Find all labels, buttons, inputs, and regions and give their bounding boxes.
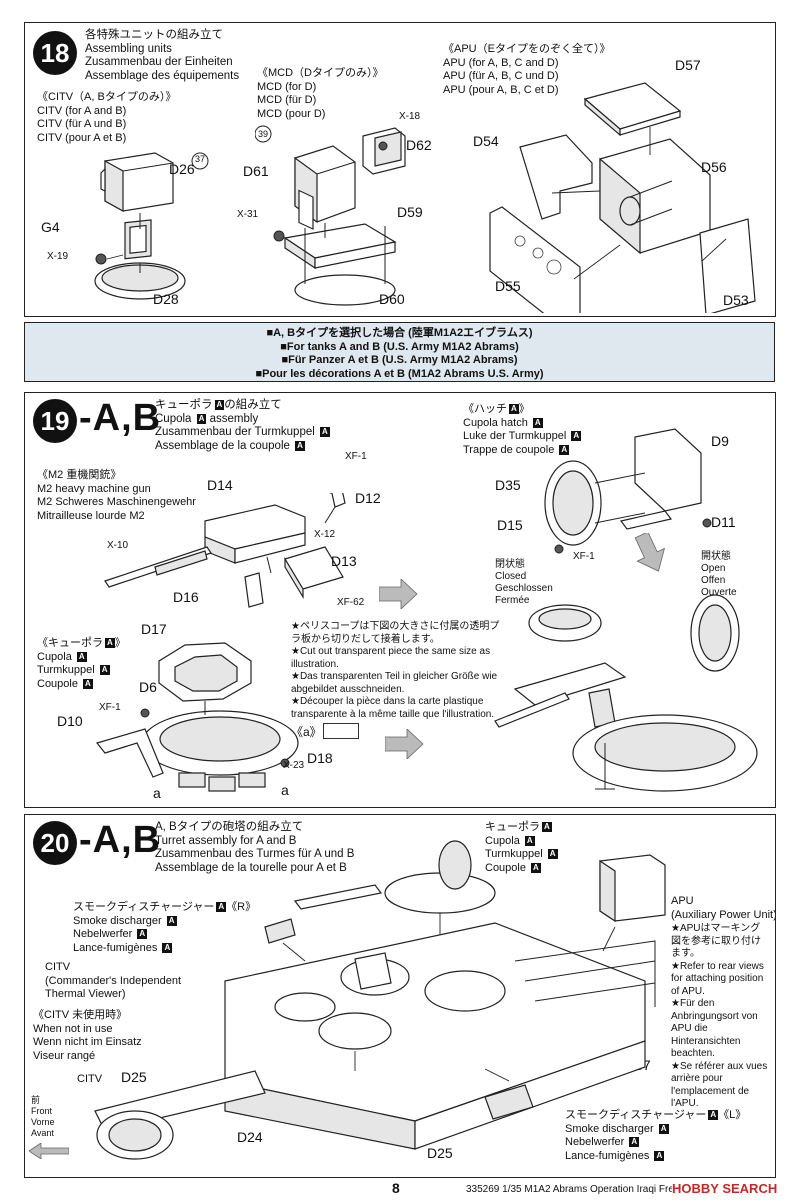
page-number: 8 [392,1180,400,1196]
part-d12: D12 [355,490,381,506]
turret-illustration [94,840,666,1160]
part-d10: D10 [57,713,83,729]
part-d26: D26 [169,161,195,177]
part-x31: X-31 [237,209,259,220]
progress-arrow [379,579,418,609]
part-d15: D15 [497,517,523,533]
step-variant: -A,B [79,819,162,861]
progress-arrow-2 [385,729,424,759]
part-d60: D60 [379,291,405,307]
apu-illustration [489,82,756,313]
step-20-panel: 20 -A,B A, Bタイプの砲塔の組み立て Turret assembly … [24,814,776,1178]
part-d16: D16 [173,589,199,605]
cupola-result-illustration [494,594,758,792]
footer-product-code: 335269 1/35 M1A2 Abrams Operation Iraqi … [466,1184,748,1195]
part-d17: D17 [141,621,167,637]
step-18-title: 各特殊ユニットの組み立て Assembling units Zusammenba… [85,29,240,82]
label-a-left: a [153,785,161,801]
part-d11: D11 [711,514,736,530]
part-x10: X-10 [107,540,129,551]
part-d61: D61 [243,163,269,179]
note-a-label: 《a》 [291,725,322,739]
mcd-caption: 《MCD（Dタイプのみ）》 MCD (for D) MCD (für D) MC… [257,67,384,120]
part-d53: D53 [723,292,749,308]
part-xf1-hatch: XF-1 [573,551,595,562]
step-number: 19 [33,399,77,443]
step-variant: -A,B [79,397,162,439]
front-label: 前 Front Vorne Avant [31,1095,55,1138]
part-x23: X-23 [283,760,305,771]
part-d18: D18 [307,750,333,766]
part-x12: X-12 [314,529,336,540]
mcd-illustration [255,125,406,306]
closed-caption: 閉状態 Closed Geschlossen Fermée [495,559,553,606]
label-a-right: a [281,782,289,798]
ref-step-39: 39 [258,129,269,139]
watermark-logo: HOBBY SEARCH [672,1181,778,1196]
part-g4: G4 [41,219,60,235]
part-d59: D59 [397,204,423,220]
part-d14: D14 [207,477,233,493]
periscope-template [323,723,359,739]
apu-note: ★APUはマーキング図を参考に取り付けます。 ★Refer to rear vi… [671,923,768,1109]
m2-illustration [104,493,346,608]
part-d28: D28 [153,291,179,307]
part-xf62: XF-62 [337,597,365,608]
apu-caption: 《APU（Eタイプをのぞく全て）》 APU (for A, B, C and D… [443,43,611,96]
part-xf1-cupola: XF-1 [99,702,121,713]
part-d13: D13 [331,553,357,569]
down-arrow [635,533,665,572]
part-citv: CITV [77,1073,103,1085]
front-arrow-icon [29,1143,69,1159]
open-caption: 開状態 Open Offen Ouverte [701,551,737,598]
part-d54: D54 [473,133,499,149]
ref-step-37: 37 [195,154,206,164]
part-xf1: XF-1 [345,451,367,462]
citv-unused-caption: 《CITV 未使用時》 When not in use Wenn nicht i… [33,1009,142,1062]
part-d24: D24 [237,1129,263,1145]
part-d6: D6 [139,679,157,695]
part-d25-bottom: D25 [427,1145,453,1161]
citv-label: CITV (Commander's Independent Thermal Vi… [45,961,182,1000]
hatch-illustration [544,428,712,554]
part-d56: D56 [701,159,727,175]
part-d62: D62 [406,137,432,153]
part-d9: D9 [711,433,729,449]
citv-illustration [94,152,209,300]
citv-caption: 《CITV（A, Bタイプのみ）》 CITV (for A and B) CIT… [37,91,177,144]
step-number: 18 [33,31,77,75]
part-d25-left: D25 [121,1069,147,1085]
step-18-panel: 18 各特殊ユニットの組み立て Assembling units Zusamme… [24,22,776,317]
part-d55: D55 [495,278,521,294]
step-20-title: A, Bタイプの砲塔の組み立て Turret assembly for A an… [155,821,355,874]
part-d57: D57 [675,57,701,73]
step-number: 20 [33,821,77,865]
periscope-note: ★ペリスコープは下図の大きさに付属の透明プラ板から切りだして接着します。 ★Cu… [291,621,500,720]
part-x19: X-19 [47,251,69,262]
part-d35: D35 [495,477,521,493]
m2-caption: 《M2 重機関銃》 M2 heavy machine gun M2 Schwer… [37,469,196,522]
apu-label: APU (Auxiliary Power Unit) [671,895,776,921]
variant-banner: ■A, Bタイプを選択した場合 (陸軍M1A2エイブラムス) ■For tank… [24,322,775,382]
part-x18: X-18 [399,111,421,122]
cupola-illustration [95,642,299,792]
